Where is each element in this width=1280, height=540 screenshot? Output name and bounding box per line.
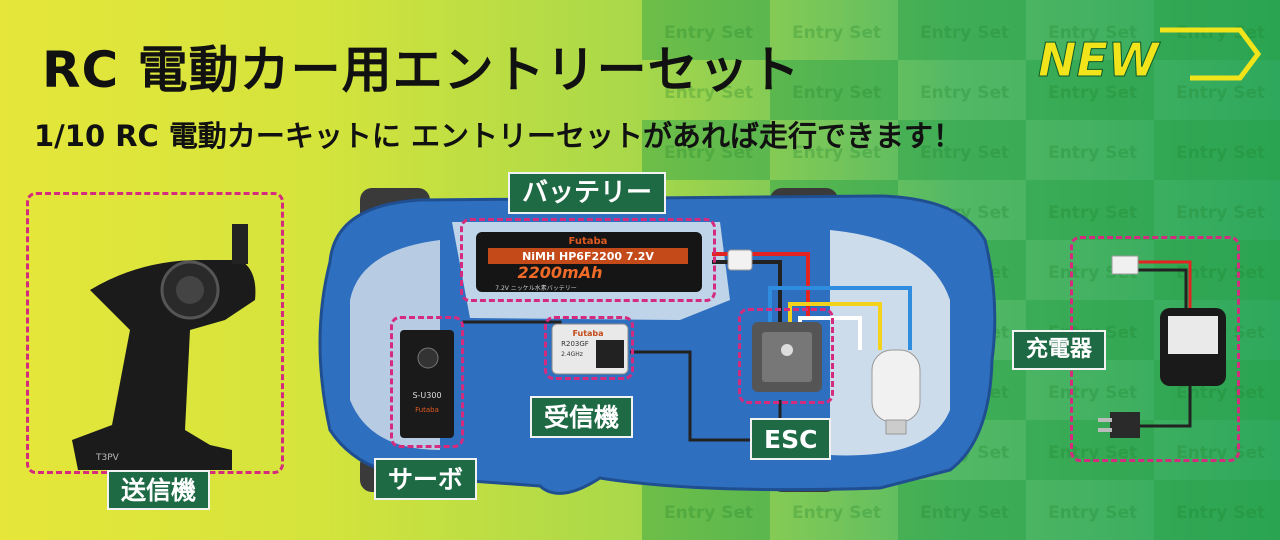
watermark-text: Entry Set bbox=[664, 83, 753, 103]
esc-unit bbox=[752, 322, 822, 392]
battery-capacity: 2200mAh bbox=[518, 263, 603, 282]
watermark-text: Entry Set bbox=[792, 503, 881, 523]
servo-unit: S-U300 Futaba bbox=[400, 330, 454, 438]
receiver-band: 2.4GHz bbox=[561, 351, 583, 358]
servo-brand: Futaba bbox=[415, 406, 439, 414]
transmitter-highlight bbox=[26, 192, 284, 474]
checker-cell bbox=[1026, 60, 1154, 120]
watermark-text: Entry Set bbox=[1176, 143, 1265, 163]
battery-pack: Futaba NiMH HP6F2200 7.2V 2200mAh 7.2V ニ… bbox=[476, 232, 753, 292]
checker-cell bbox=[770, 60, 898, 120]
battery-highlight bbox=[460, 218, 716, 302]
page-title: RC 電動カー用エントリーセット bbox=[42, 41, 801, 99]
watermark-text: Entry Set bbox=[1048, 83, 1137, 103]
watermark-text: Entry Set bbox=[1176, 503, 1265, 523]
page-subtitle: 1/10 RC 電動カーキットに エントリーセットがあれば走行できます！ bbox=[34, 119, 963, 153]
label-charger: 充電器 bbox=[1012, 330, 1107, 370]
servo-highlight bbox=[390, 316, 464, 448]
watermark-text: Entry Set bbox=[792, 83, 881, 103]
checker-cell bbox=[1026, 180, 1154, 240]
esc-highlight bbox=[738, 308, 834, 404]
watermark-text: Entry Set bbox=[792, 143, 881, 163]
checker-cell bbox=[898, 120, 1026, 180]
label-receiver: 受信機 bbox=[530, 396, 634, 438]
watermark-text: Entry Set bbox=[1176, 203, 1265, 223]
battery-note: 7.2V ニッケル水素バッテリー bbox=[495, 284, 577, 292]
checker-cell bbox=[642, 0, 770, 60]
watermark-text: Entry Set bbox=[664, 23, 753, 43]
label-battery: バッテリー bbox=[508, 172, 667, 214]
label-servo: サーボ bbox=[374, 458, 478, 500]
servo-model: S-U300 bbox=[412, 391, 441, 400]
label-esc: ESC bbox=[750, 418, 832, 460]
label-transmitter: 送信機 bbox=[107, 470, 211, 510]
battery-brand: Futaba bbox=[569, 236, 608, 247]
motor bbox=[871, 349, 921, 435]
charger-unit bbox=[1098, 255, 1226, 438]
watermark-text: Entry Set bbox=[664, 503, 753, 523]
checker-cell bbox=[898, 0, 1026, 60]
watermark-text: Entry Set bbox=[920, 83, 1009, 103]
watermark-text: Entry Set bbox=[1176, 383, 1265, 403]
checker-cell bbox=[642, 120, 770, 180]
watermark-text: Entry Set bbox=[664, 143, 753, 163]
receiver-highlight bbox=[544, 316, 634, 380]
checker-cell bbox=[1154, 480, 1280, 540]
watermark-text: Entry Set bbox=[1176, 83, 1265, 103]
watermark-text: Entry Set bbox=[920, 503, 1009, 523]
watermark-text: Entry Set bbox=[1048, 503, 1137, 523]
watermark-text: Entry Set bbox=[1048, 143, 1137, 163]
wire-yellow bbox=[788, 302, 882, 350]
watermark-text: Entry Set bbox=[1048, 203, 1137, 223]
transmitter-model: T3PV bbox=[95, 453, 120, 463]
transmitter-unit: T3PV bbox=[72, 224, 256, 470]
arrow-icon bbox=[1160, 27, 1262, 81]
watermark-text: Entry Set bbox=[1048, 23, 1137, 43]
receiver-unit: Futaba R203GF 2.4GHz bbox=[551, 323, 629, 375]
new-badge: NEW bbox=[1038, 27, 1262, 88]
battery-model: NiMH HP6F2200 7.2V bbox=[522, 250, 654, 263]
watermark-text: Entry Set bbox=[920, 23, 1009, 43]
watermark-text: Entry Set bbox=[792, 23, 881, 43]
watermark-text: Entry Set bbox=[1176, 443, 1265, 463]
checker-cell bbox=[1154, 120, 1280, 180]
new-badge-text: NEW bbox=[1038, 33, 1161, 87]
watermark-text: Entry Set bbox=[1176, 263, 1265, 283]
checker-cell bbox=[898, 480, 1026, 540]
receiver-brand: Futaba bbox=[572, 329, 603, 338]
receiver-model: R203GF bbox=[561, 340, 589, 348]
watermark-text: Entry Set bbox=[920, 143, 1009, 163]
